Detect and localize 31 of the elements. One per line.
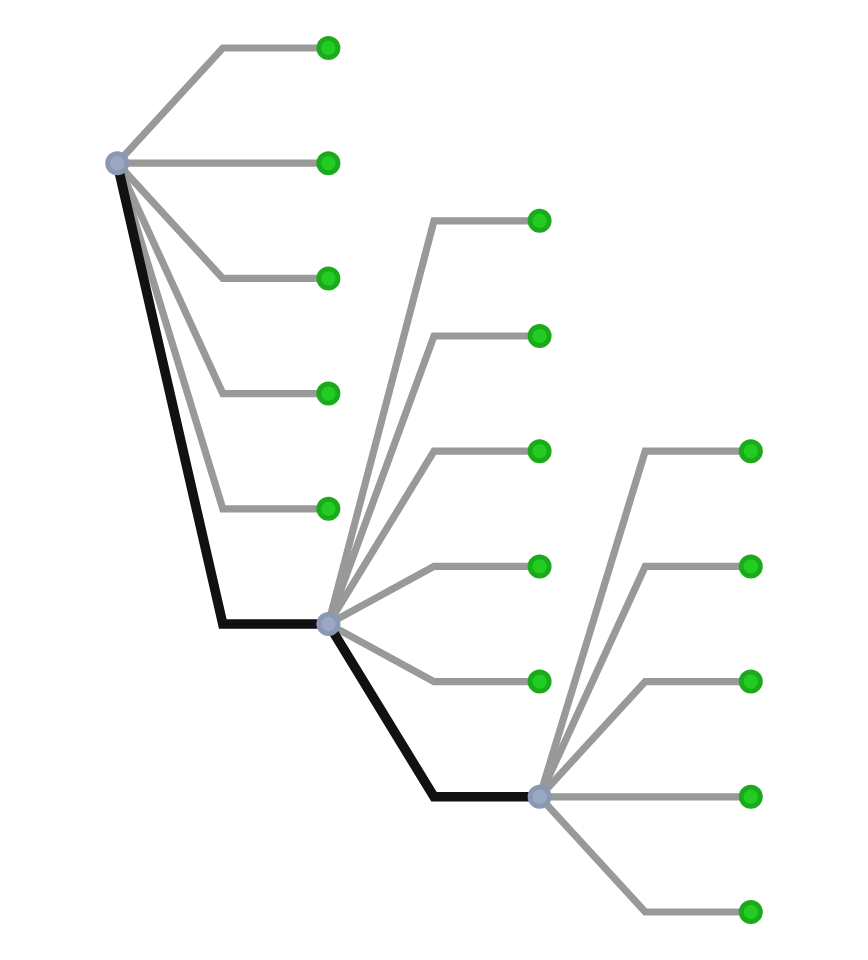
node-circle (738, 554, 763, 579)
node-circle (527, 554, 552, 579)
connector (335, 625, 530, 686)
node-circle (527, 324, 552, 348)
node-circle (105, 151, 130, 176)
connector (114, 171, 319, 629)
node-circle (316, 36, 341, 60)
connector (335, 562, 530, 623)
connector (327, 217, 530, 616)
node-circle (316, 266, 341, 291)
node-circle (316, 496, 341, 521)
connector (126, 159, 319, 167)
node-circle (316, 151, 341, 176)
node-circle (527, 439, 552, 464)
connector (121, 167, 319, 282)
node-circle (738, 669, 763, 694)
connector (330, 447, 530, 618)
node-circle (316, 612, 341, 636)
connector (121, 44, 319, 159)
node-circle (527, 784, 552, 809)
node-circle (316, 381, 341, 406)
connector (538, 447, 742, 789)
connector (329, 629, 530, 802)
node-circle (738, 439, 763, 464)
node-circle (527, 669, 552, 694)
node-circle (738, 784, 763, 809)
node-circle (738, 900, 763, 924)
node-circle (527, 208, 552, 233)
connector (543, 801, 742, 916)
connector (549, 793, 742, 801)
connector (543, 678, 742, 793)
